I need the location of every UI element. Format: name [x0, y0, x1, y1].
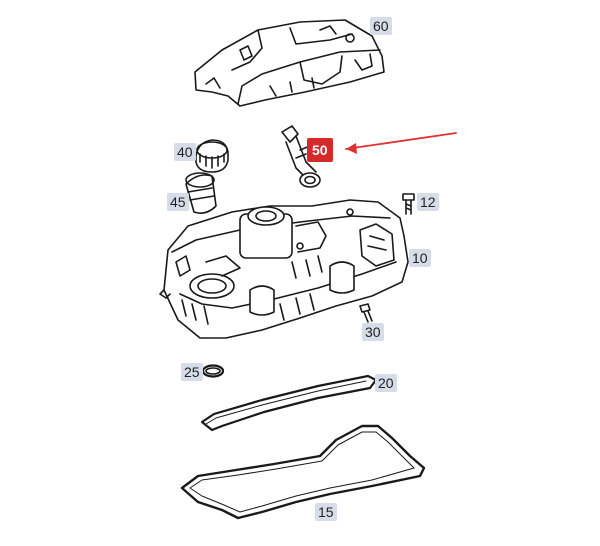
callout-45: 45 — [167, 193, 189, 211]
filler-neck-part-45 — [185, 172, 217, 214]
callout-15: 15 — [315, 503, 337, 521]
callout-12: 12 — [417, 193, 439, 211]
callout-20: 20 — [375, 374, 397, 392]
oil-cap-part-40 — [195, 139, 229, 173]
callout-50-highlighted: 50 — [307, 138, 333, 162]
callout-60: 60 — [370, 17, 392, 35]
callout-25: 25 — [181, 363, 203, 381]
callout-10: 10 — [409, 249, 431, 267]
pointer-arrow — [345, 132, 457, 154]
bolt-part-12 — [402, 193, 415, 215]
callout-40: 40 — [174, 143, 196, 161]
valve-cover-part-10 — [159, 199, 409, 339]
engine-cover-part-60 — [194, 19, 385, 107]
gasket-part-20 — [200, 374, 378, 432]
callout-30: 30 — [362, 323, 384, 341]
gasket-part-15 — [180, 424, 426, 520]
o-ring-part-25 — [201, 364, 225, 378]
breather-hose-part-50 — [281, 125, 321, 188]
screw-part-30 — [359, 303, 373, 323]
